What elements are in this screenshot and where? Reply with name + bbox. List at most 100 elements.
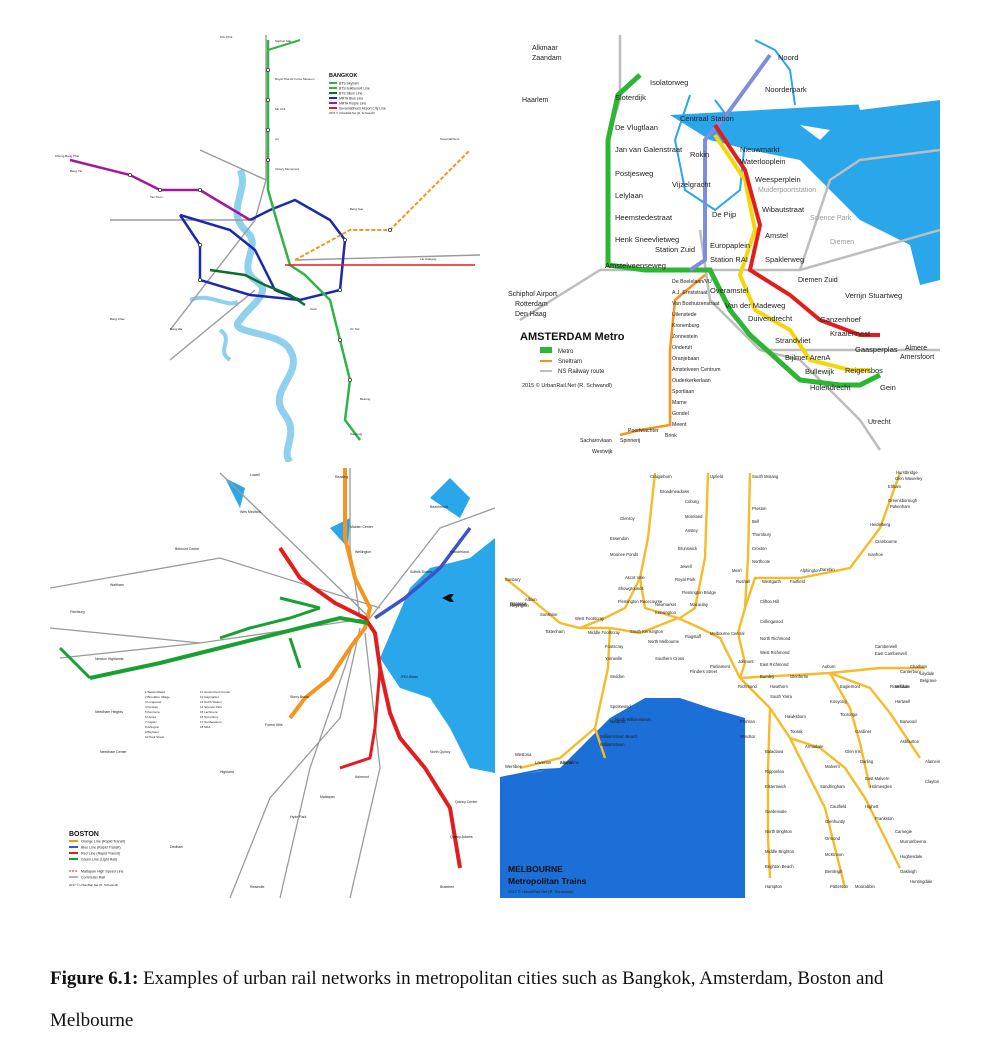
melbourne-station-label: Rosanna [510,601,527,606]
svg-text:13 North Station: 13 North Station [200,700,222,704]
airport-icon [442,594,454,602]
amsterdam-station-label: De Pijp [712,210,736,219]
amsterdam-station-label: Holendrecht [810,383,851,392]
svg-text:Belmont Center: Belmont Center [175,547,200,551]
svg-text:17 Northeastern: 17 Northeastern [200,720,222,724]
amsterdam-station-label: Reigersbos [845,366,883,375]
svg-text:Highland: Highland [220,770,234,774]
svg-text:8 Arlington: 8 Arlington [145,725,160,729]
svg-text:Ari: Ari [275,137,279,141]
svg-text:Mo Chit: Mo Chit [275,107,286,111]
melbourne-station-label: Hartwell [895,699,910,704]
melbourne-station-label: Brunswick [678,546,698,551]
amsterdam-station-label: Verrijn Stuartweg [845,291,902,300]
amsterdam-station-label: De Boelelaan/VU [672,279,712,285]
svg-text:On Nut: On Nut [350,327,360,331]
melbourne-station-label: South Kensington [630,629,664,634]
amsterdam-place-label: Amersfoort [900,354,934,361]
amsterdam-station-label: Heemstedestraat [615,213,673,222]
melbourne-station-label: Albion [525,597,537,602]
amsterdam-legend-item: Sneltram [558,359,582,365]
melbourne-station-label: Seddon [610,674,625,679]
melbourne-station-label: Flemington Bridge [682,590,717,595]
melbourne-station-label: Caulfield [830,804,847,809]
svg-text:11 Government Center: 11 Government Center [200,690,230,694]
melbourne-station-label: Seaholme [560,760,580,765]
svg-text:Waltham: Waltham [110,583,124,587]
amsterdam-station-label: Marne [672,400,687,406]
amsterdam-station-label: Amstelveen Centrum [672,367,720,373]
amsterdam-station-label: Van Boshuizenstraat [672,301,720,307]
amsterdam-station-label: Sloterdijk [615,93,646,102]
svg-text:16 Symphony: 16 Symphony [200,715,219,719]
amsterdam-place-label: Diemen Zuid [798,277,838,284]
svg-text:Newton Highlands: Newton Highlands [95,657,124,661]
svg-text:18 MFA: 18 MFA [200,725,210,729]
svg-text:Bang Sue: Bang Sue [350,207,364,211]
amsterdam-station-label: Onderuit [672,345,692,351]
amsterdam-station-label: Weesperplein [755,175,801,184]
boston-credit: 2017 © UrbanRail.Net (R. Schwandl) [69,883,118,887]
amsterdam-station-label: Brink [665,433,677,439]
melbourne-station-label: Malvern [825,764,841,769]
svg-text:Suvarnabhumi: Suvarnabhumi [440,137,460,141]
amsterdam-station-label: Rokin [690,150,709,159]
amsterdam-legend: Metro Sneltram NS Railway route 2015 © U… [522,347,612,389]
svg-text:Royal Thai Air Force Museum: Royal Thai Air Force Museum [275,77,315,81]
svg-text:Dedham: Dedham [170,845,183,849]
amsterdam-station-label: Gaasperplas [855,345,898,354]
melbourne-station-label: Tottenham [545,629,565,634]
melbourne-station-label: Kensington [655,610,677,615]
boston-legend-item: Commuter Rail [81,876,105,880]
melbourne-station-label: East Camberwell [875,651,907,656]
melbourne-station-label: Heidelberg [870,522,891,527]
melbourne-station-label: Ashburton [900,739,920,744]
svg-text:Quincy Center: Quincy Center [455,800,478,804]
melbourne-station-label: Westona [515,752,532,757]
bangkok-legend-item: MRTA Blue Line [339,97,363,101]
melbourne-station-label: Northcote [752,559,771,564]
melbourne-station-label: Preston [752,506,767,511]
figure-caption-text: Examples of urban rail networks in metro… [50,968,884,1031]
melbourne-station-label: Flinders Street [690,669,718,674]
melbourne-station-label: Hurstbridge [896,470,918,475]
amsterdam-place-label: Rotterdam [515,301,548,308]
svg-text:Needham Center: Needham Center [100,750,127,754]
amsterdam-station-label: Westwijk [592,449,613,455]
svg-text:Braintree: Braintree [440,885,454,889]
amsterdam-station-label: Jan van Galenstraat [615,145,683,154]
amsterdam-station-label: Kraaiennest [830,329,871,338]
amsterdam-station-label: Oranjebaan [672,356,699,362]
melbourne-station-label: Showgrounds [618,586,644,591]
melbourne-station-label: Oakleigh [900,869,917,874]
melbourne-station-label: Chatham [910,664,928,669]
melbourne-station-label: Sunbury [505,577,522,582]
bangkok-legend-item: Suvarnabhumi Airport City Line [339,107,386,111]
amsterdam-place-label: Alkmaar [532,45,558,52]
melbourne-station-label: North Melbourne [648,639,680,644]
melbourne-station-label: Flagstaff [685,634,702,639]
melbourne-station-label: Prahran [740,719,756,724]
svg-text:Lowell: Lowell [250,473,260,477]
amsterdam-station-label: Lelylaan [615,191,643,200]
melbourne-station-label: Moreland [685,514,703,519]
melbourne-station-label: Westgarth [762,579,782,584]
figure-label: Figure 6.1: [50,968,139,989]
melbourne-station-label: Riversdale [890,684,910,689]
melbourne-station-label: Werribee [505,764,523,769]
melbourne-station-label: Heyington [510,603,530,608]
svg-text:Khu Khot: Khu Khot [220,35,233,39]
melbourne-station-label: North Williamstown [615,717,652,722]
svg-text:15 Lechmere: 15 Lechmere [200,710,218,714]
svg-text:10 Park Street: 10 Park Street [145,735,164,739]
melbourne-title: MELBOURNE [508,864,563,874]
figure-caption: Figure 6.1: Examples of urban rail netwo… [50,958,950,1042]
melbourne-station-label: Williamstown Beach [600,734,638,739]
melbourne-subtitle: Metropolitan Trains [508,876,587,886]
svg-text:9 Boylston: 9 Boylston [145,730,159,734]
boston-legend-item: Blue Line (Rapid Transit) [81,846,121,850]
svg-text:Bang Khae: Bang Khae [110,317,125,321]
